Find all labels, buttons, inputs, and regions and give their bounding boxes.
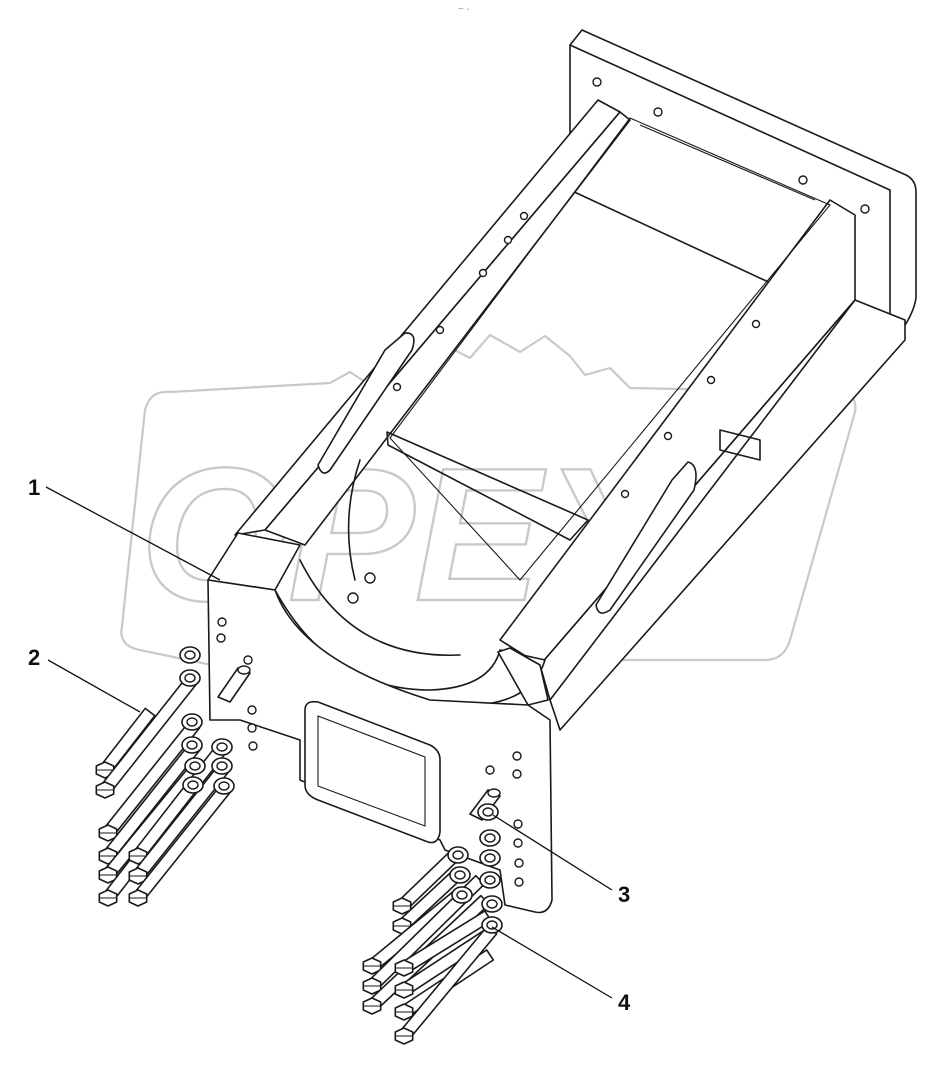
yoke-hole (347, 592, 359, 604)
washer (481, 916, 503, 934)
face-hole (512, 769, 522, 779)
face-hole (514, 858, 524, 868)
washer (213, 777, 235, 795)
bolt (362, 874, 486, 995)
face-hole (512, 751, 522, 761)
washer (184, 757, 206, 775)
washer (181, 713, 203, 731)
face-hole (514, 877, 524, 887)
face-hole (513, 819, 523, 829)
svg-text:4: 4 (618, 990, 631, 1015)
bolt (394, 910, 492, 977)
boom-hole (751, 319, 761, 329)
svg-text:3: 3 (618, 882, 630, 907)
washer (481, 895, 503, 913)
bolt (95, 675, 198, 799)
flange-hole (798, 175, 808, 185)
boom-hole (478, 268, 488, 278)
washer (479, 871, 501, 889)
boom-hole (392, 382, 402, 392)
face-hole (216, 633, 226, 643)
face-hole (247, 705, 257, 715)
washer (451, 886, 473, 904)
dowel-pin-left (217, 665, 251, 703)
face-hole (217, 617, 227, 627)
washer (181, 736, 203, 754)
washer (479, 829, 501, 847)
face-hole (485, 765, 495, 775)
boom-hole (519, 211, 529, 221)
washer (211, 738, 233, 756)
callout-3: 3 (492, 814, 630, 907)
boom-hole (706, 375, 716, 385)
washer (211, 757, 233, 775)
callout-4: 4 (491, 926, 631, 1015)
svg-text:2: 2 (28, 645, 40, 670)
flange-hole (860, 204, 870, 214)
washer (477, 803, 499, 821)
boom-hole (663, 431, 673, 441)
top-mark: ~ - (458, 4, 470, 15)
face-hole (243, 655, 253, 665)
face-hole (513, 838, 523, 848)
washer (179, 669, 201, 687)
callout-1: 1 (28, 475, 221, 581)
face-hole (247, 723, 257, 733)
yoke-hole (364, 572, 376, 584)
boom-hole (620, 489, 630, 499)
bolt-group-left (95, 646, 235, 907)
face-hole (248, 741, 258, 751)
boom-hole (435, 325, 445, 335)
rear-flange (569, 29, 917, 337)
front-yoke (207, 459, 553, 914)
bolt (128, 783, 232, 907)
svg-text:1: 1 (28, 475, 40, 500)
flange-hole (653, 107, 663, 117)
callout-2: 2 (28, 645, 141, 713)
flange-hole (592, 77, 602, 87)
washer (449, 866, 471, 884)
washer (182, 776, 204, 794)
boom-channel (234, 99, 906, 731)
washer (479, 849, 501, 867)
bolt (98, 758, 206, 884)
wear-pad-right (595, 461, 697, 614)
boom-hole (503, 235, 513, 245)
washer (179, 646, 201, 664)
bolt-group-right (362, 803, 503, 1045)
wear-pad-left (317, 332, 415, 474)
washer (447, 846, 469, 864)
